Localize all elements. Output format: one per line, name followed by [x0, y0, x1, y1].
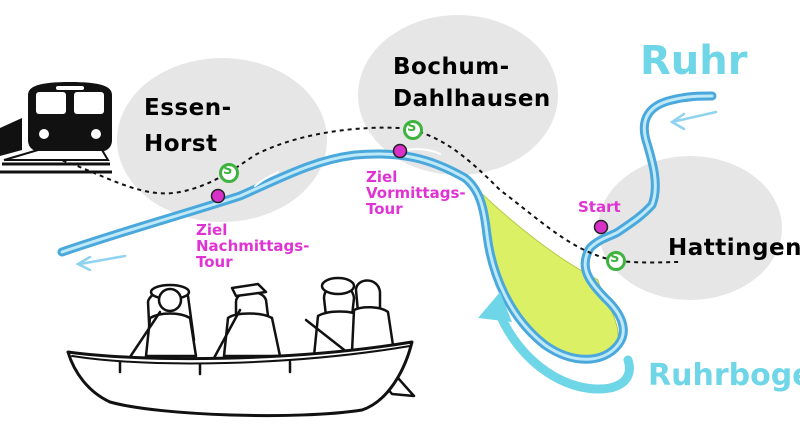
sbahn-glyph-essen: S: [223, 163, 233, 178]
flow-arrow-west: [75, 254, 127, 272]
ziel-nachmittag-line1: Ziel: [196, 221, 228, 239]
river-label-ruhrbogen: Ruhrbogen: [648, 358, 800, 393]
town-label-hattingen: Hattingen: [668, 235, 800, 261]
town-label-bochum: Bochum- Dahlhausen: [393, 55, 551, 111]
ziel-nachmittag-marker: [210, 188, 226, 204]
canoe-illustration: [66, 276, 416, 418]
label-start: Start: [578, 198, 621, 216]
ziel-vormittag-line3: Tour: [366, 199, 403, 218]
sbahn-station-hattingen: [606, 251, 626, 271]
railway-line: [54, 126, 681, 264]
river-label-ruhr: Ruhr: [640, 38, 748, 84]
bochum-label-line1: Bochum-: [393, 54, 510, 80]
ziel-nachmittag-line3: Tour: [196, 252, 233, 271]
label-ziel-vormittag: Ziel Vormittags- Tour: [366, 168, 466, 218]
label-ziel-nachmittag: Ziel Nachmittags- Tour: [196, 221, 310, 271]
bochum-label-line2: Dahlhausen: [393, 86, 551, 113]
sbahn-glyph-hattingen: S: [610, 251, 620, 266]
sbahn-glyph-bochum: S: [407, 120, 417, 135]
ziel-vormittag-line2: Vormittags-: [366, 183, 466, 202]
start-marker: [593, 219, 609, 235]
sbahn-station-bochum: [403, 120, 423, 140]
train-icon: [0, 82, 112, 174]
hattingen-area: [598, 156, 782, 300]
ziel-vormittag-marker: [392, 143, 408, 159]
town-label-essen: Essen- Horst: [144, 96, 232, 156]
essen-label-line1: Essen-: [144, 95, 232, 121]
ziel-vormittag-line1: Ziel: [366, 168, 398, 186]
flow-arrow-upstream: [669, 110, 718, 131]
sbahn-station-essen: [219, 163, 239, 183]
ziel-nachmittag-line2: Nachmittags-: [196, 236, 310, 255]
essen-label-line2: Horst: [144, 131, 218, 158]
ruhrbogen-arrowhead: [478, 292, 512, 322]
ruhrbogen-bend-arrow: [493, 305, 634, 394]
ruhr-river: [57, 91, 717, 364]
